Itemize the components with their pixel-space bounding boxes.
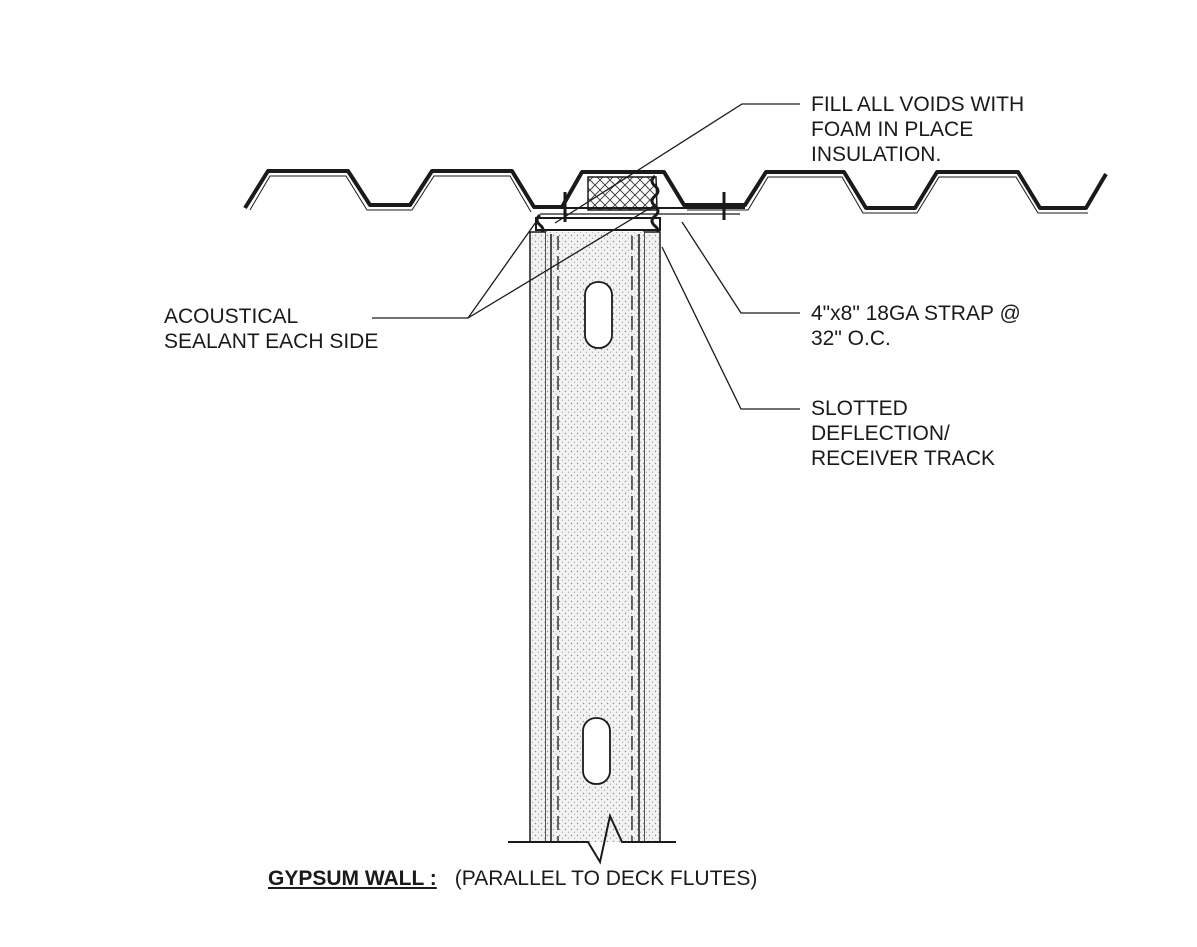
note-strap-line-2: 32" O.C. bbox=[811, 327, 891, 350]
note-strap: 4"x8" 18GA STRAP @ 32" O.C. bbox=[811, 301, 1021, 351]
note-acoustical-line-1: ACOUSTICAL bbox=[164, 305, 299, 328]
caption-title: GYPSUM WALL : bbox=[268, 867, 437, 890]
detail-caption: GYPSUM WALL : (PARALLEL TO DECK FLUTES) bbox=[268, 866, 757, 891]
note-foam-insulation: FILL ALL VOIDS WITH FOAM IN PLACE INSULA… bbox=[811, 92, 1024, 167]
gypsum-board-left bbox=[529, 231, 547, 843]
note-foam-line-2: FOAM IN PLACE bbox=[811, 118, 974, 141]
note-foam-line-3: INSULATION. bbox=[811, 143, 942, 166]
deck-profile-inner-right bbox=[687, 176, 1088, 214]
deck-profile-inner bbox=[249, 175, 532, 213]
leader-strap bbox=[681, 221, 800, 314]
note-acoustical-line-2: SEALANT EACH SIDE bbox=[164, 330, 379, 353]
leader-acoustical-a bbox=[372, 221, 537, 319]
leaders bbox=[372, 103, 800, 410]
break-line bbox=[508, 812, 676, 865]
foam-insulation bbox=[587, 176, 658, 211]
note-track-line-1: SLOTTED bbox=[811, 397, 908, 420]
note-track-line-2: DEFLECTION/ bbox=[811, 422, 950, 445]
gypsum-wall bbox=[508, 231, 676, 865]
note-strap-line-1: 4"x8" 18GA STRAP @ bbox=[811, 302, 1021, 325]
leader-acoustical-b bbox=[467, 204, 656, 319]
note-acoustical-sealant: ACOUSTICAL SEALANT EACH SIDE bbox=[164, 304, 378, 354]
caption-subtitle: (PARALLEL TO DECK FLUTES) bbox=[454, 867, 758, 890]
stud-punchout-bottom bbox=[582, 717, 611, 785]
track-top bbox=[535, 217, 661, 231]
gypsum-board-right bbox=[643, 231, 661, 843]
leader-foam bbox=[554, 103, 800, 224]
note-foam-line-1: FILL ALL VOIDS WITH bbox=[811, 93, 1025, 116]
note-receiver-track: SLOTTED DEFLECTION/ RECEIVER TRACK bbox=[811, 396, 995, 471]
deck-profile-outer bbox=[243, 169, 1108, 210]
leader-track bbox=[661, 246, 800, 410]
note-track-line-3: RECEIVER TRACK bbox=[811, 447, 995, 470]
foam-fill bbox=[587, 176, 658, 211]
metal-deck bbox=[243, 169, 1108, 214]
stud-punchout-top bbox=[584, 281, 613, 349]
